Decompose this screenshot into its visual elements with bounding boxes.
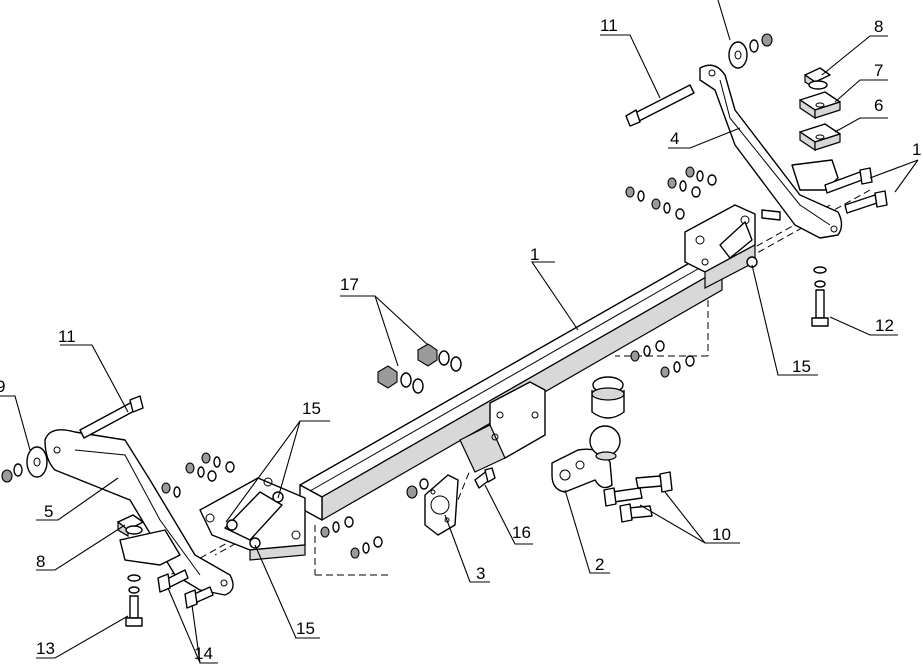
centre-bracket (459, 381, 546, 473)
callout-2: 2 (595, 555, 604, 574)
callout-8-left: 8 (36, 552, 45, 571)
callout-7: 7 (874, 61, 883, 80)
callout-6: 6 (874, 96, 883, 115)
callout-8-top: 8 (874, 17, 883, 36)
vertical-bolts (125, 266, 829, 627)
callout-5: 5 (44, 502, 53, 521)
ball-cap (591, 376, 625, 419)
right-clamp-stack (799, 67, 841, 152)
callout-15-upper: 15 (302, 399, 321, 418)
callout-16: 16 (512, 523, 531, 542)
callout-9: 9 (0, 377, 5, 396)
right-mounting-plate (684, 204, 756, 289)
callouts: 1 2 3 4 5 6 7 8 8 9 10 11 11 12 13 14 15… (0, 16, 921, 663)
callout-17: 17 (340, 275, 359, 294)
left-side-arm (44, 429, 234, 596)
callout-15-right: 15 (792, 357, 811, 376)
long-bolts (79, 84, 695, 439)
callout-14: 14 (194, 644, 213, 663)
callout-3: 3 (476, 564, 485, 583)
callout-1-right-edge: 1 (912, 140, 921, 159)
fastener-groups (161, 166, 717, 559)
washers-large (1, 33, 773, 483)
callout-4: 4 (670, 129, 679, 148)
left-clamp (117, 514, 144, 538)
callout-1: 1 (530, 245, 539, 264)
callout-10: 10 (712, 525, 731, 544)
callout-12: 12 (875, 316, 894, 335)
right-side-arm (699, 64, 843, 239)
callout-13: 13 (36, 639, 55, 658)
callout-11-left: 11 (58, 327, 76, 346)
socket-plate (424, 474, 459, 536)
tow-ball-neck (551, 425, 621, 493)
callout-15-lower: 15 (296, 619, 315, 638)
short-bolts (157, 167, 888, 609)
callout-11-top: 11 (600, 16, 618, 35)
